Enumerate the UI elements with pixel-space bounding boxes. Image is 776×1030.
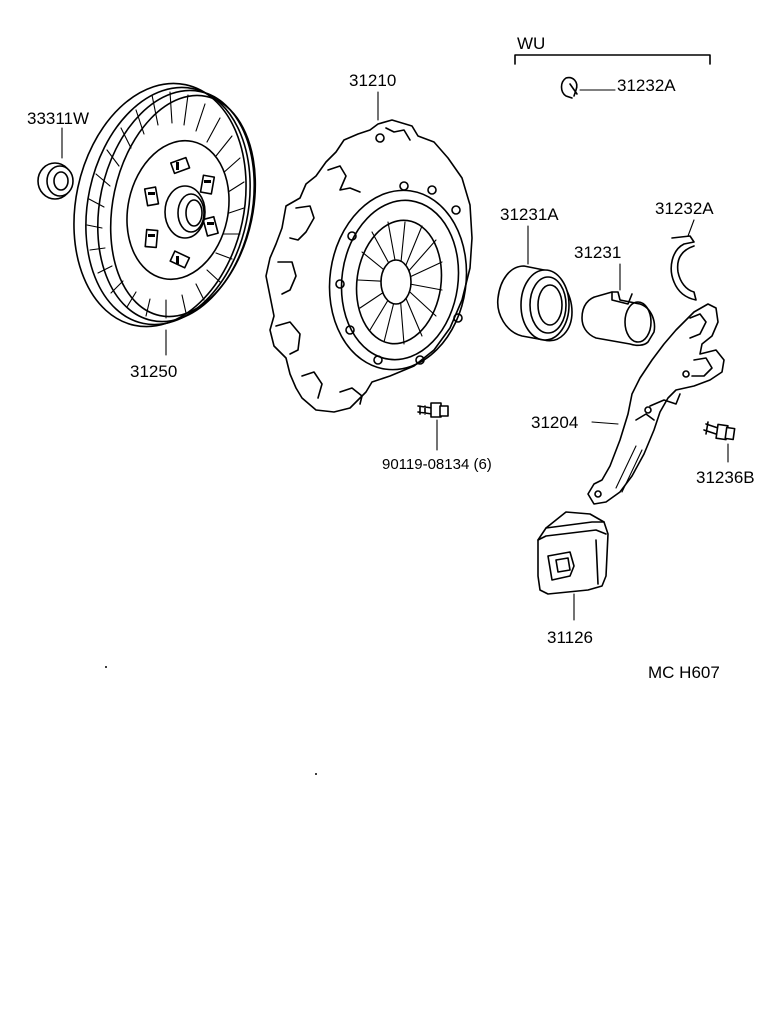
label-90119: 90119-08134 (6) xyxy=(382,456,492,473)
part-31204-release-fork: 31204 xyxy=(531,303,725,505)
part-31210-pressure-plate: 31210 xyxy=(265,71,473,413)
part-31232A-top: 31232A xyxy=(560,76,676,99)
part-31231A-release-bearing: 31231A xyxy=(497,205,573,342)
wu-bracket: WU xyxy=(514,34,711,65)
label-31210: 31210 xyxy=(349,71,396,90)
label-31126: 31126 xyxy=(547,628,593,647)
part-31231-hub: 31231 xyxy=(574,243,656,347)
part-31232A-clip: 31232A xyxy=(655,199,714,301)
part-31126-boot: 31126 xyxy=(537,511,609,647)
part-31250-clutch-disc: 31250 xyxy=(73,82,257,381)
label-31232A-top: 31232A xyxy=(617,76,676,95)
label-31231: 31231 xyxy=(574,243,621,262)
part-31236B-bolt: 31236B xyxy=(696,421,755,487)
part-33311W: 33311W xyxy=(27,109,89,200)
label-31250: 31250 xyxy=(130,362,177,381)
part-90119-bolt: 90119-08134 (6) xyxy=(382,402,492,473)
label-31231A: 31231A xyxy=(500,205,559,224)
label-31236B: 31236B xyxy=(696,468,755,487)
label-wu: WU xyxy=(517,34,545,53)
diagram-code: MC H607 xyxy=(648,663,720,682)
label-31204: 31204 xyxy=(531,413,578,432)
label-33311W: 33311W xyxy=(27,109,89,128)
label-31232A-clip: 31232A xyxy=(655,199,714,218)
